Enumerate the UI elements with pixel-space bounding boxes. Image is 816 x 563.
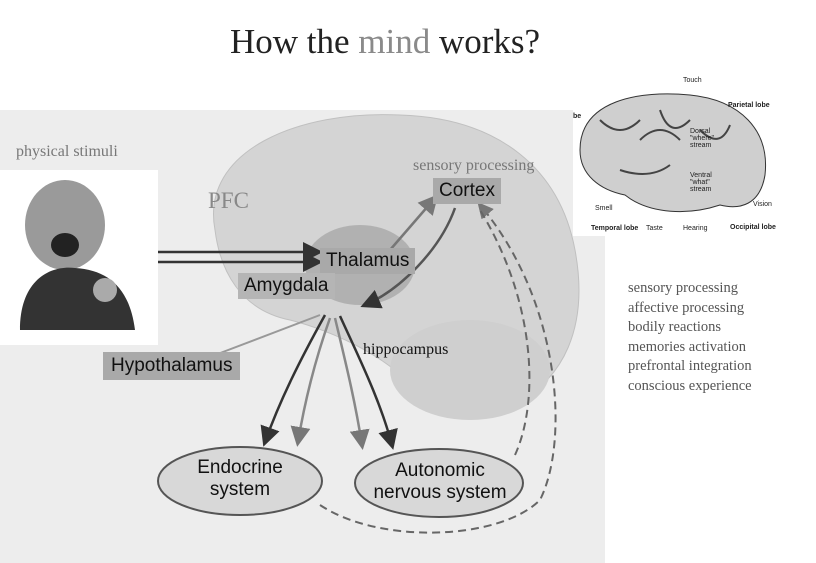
arrow-autonomic	[333, 317, 370, 450]
cortex-amygdala-arrow	[360, 207, 457, 309]
thalamus-cortex-arrow	[389, 194, 439, 251]
feedback-arrow-outer	[319, 201, 557, 534]
arrow-autonomic-2	[338, 315, 398, 450]
cerebellum-shape	[390, 320, 550, 420]
process-item: prefrontal integration	[628, 358, 752, 375]
process-list: sensory processing affective processing …	[628, 279, 752, 397]
hippocampus-label: hippocampus	[363, 341, 449, 358]
lobe-label-temporal: Temporal lobe	[591, 225, 639, 232]
arrow-endocrine	[260, 314, 327, 447]
lobe-label-occipital: Occipital lobe	[730, 224, 776, 231]
lobe-gyri	[599, 109, 731, 175]
hypothalamus-link	[214, 314, 321, 356]
slide-title: How the mind works?	[229, 22, 541, 61]
lobe-brain-shape	[579, 93, 767, 212]
lobe-label-touch: Touch	[683, 77, 702, 84]
lobe-label-taste: Taste	[646, 225, 663, 232]
physical-stimuli-label: physical stimuli	[16, 143, 118, 160]
lobe-label-parietal: Parietal lobe	[728, 102, 770, 109]
process-item: sensory processing	[628, 280, 738, 296]
process-item: conscious experience	[628, 377, 752, 394]
thalamus-label: Thalamus	[320, 248, 416, 274]
process-item: memories activation	[628, 338, 746, 355]
feedback-arrow-inner	[479, 209, 531, 456]
person-face	[25, 180, 105, 270]
person-fist	[93, 278, 117, 302]
hypothalamus-label: Hypothalamus	[103, 352, 241, 380]
sensory-processing-label: sensory processing	[413, 157, 535, 174]
lobe-label-ventral: Ventral "what" stream	[690, 172, 712, 193]
lobe-label-vision: Vision	[753, 201, 772, 208]
title-highlight-mind: mind	[358, 22, 431, 61]
lobe-label-hearing: Hearing	[683, 225, 708, 232]
lobe-label-dorsal: Dorsal "where" stream	[690, 128, 715, 149]
lobe-label-frontal-partial: be	[573, 113, 582, 120]
arrow-endocrine-2	[290, 317, 332, 447]
amygdala-label: Amygdala	[238, 273, 335, 299]
process-item: affective processing	[628, 299, 745, 316]
pfc-label: PFC	[208, 188, 249, 213]
cortex-label: Cortex	[433, 178, 501, 204]
process-item: bodily reactions	[628, 319, 722, 336]
person-mouth	[51, 233, 79, 257]
lobe-label-smell: Smell	[595, 205, 613, 212]
endocrine-ellipse	[157, 446, 323, 516]
autonomic-ellipse	[354, 448, 524, 518]
